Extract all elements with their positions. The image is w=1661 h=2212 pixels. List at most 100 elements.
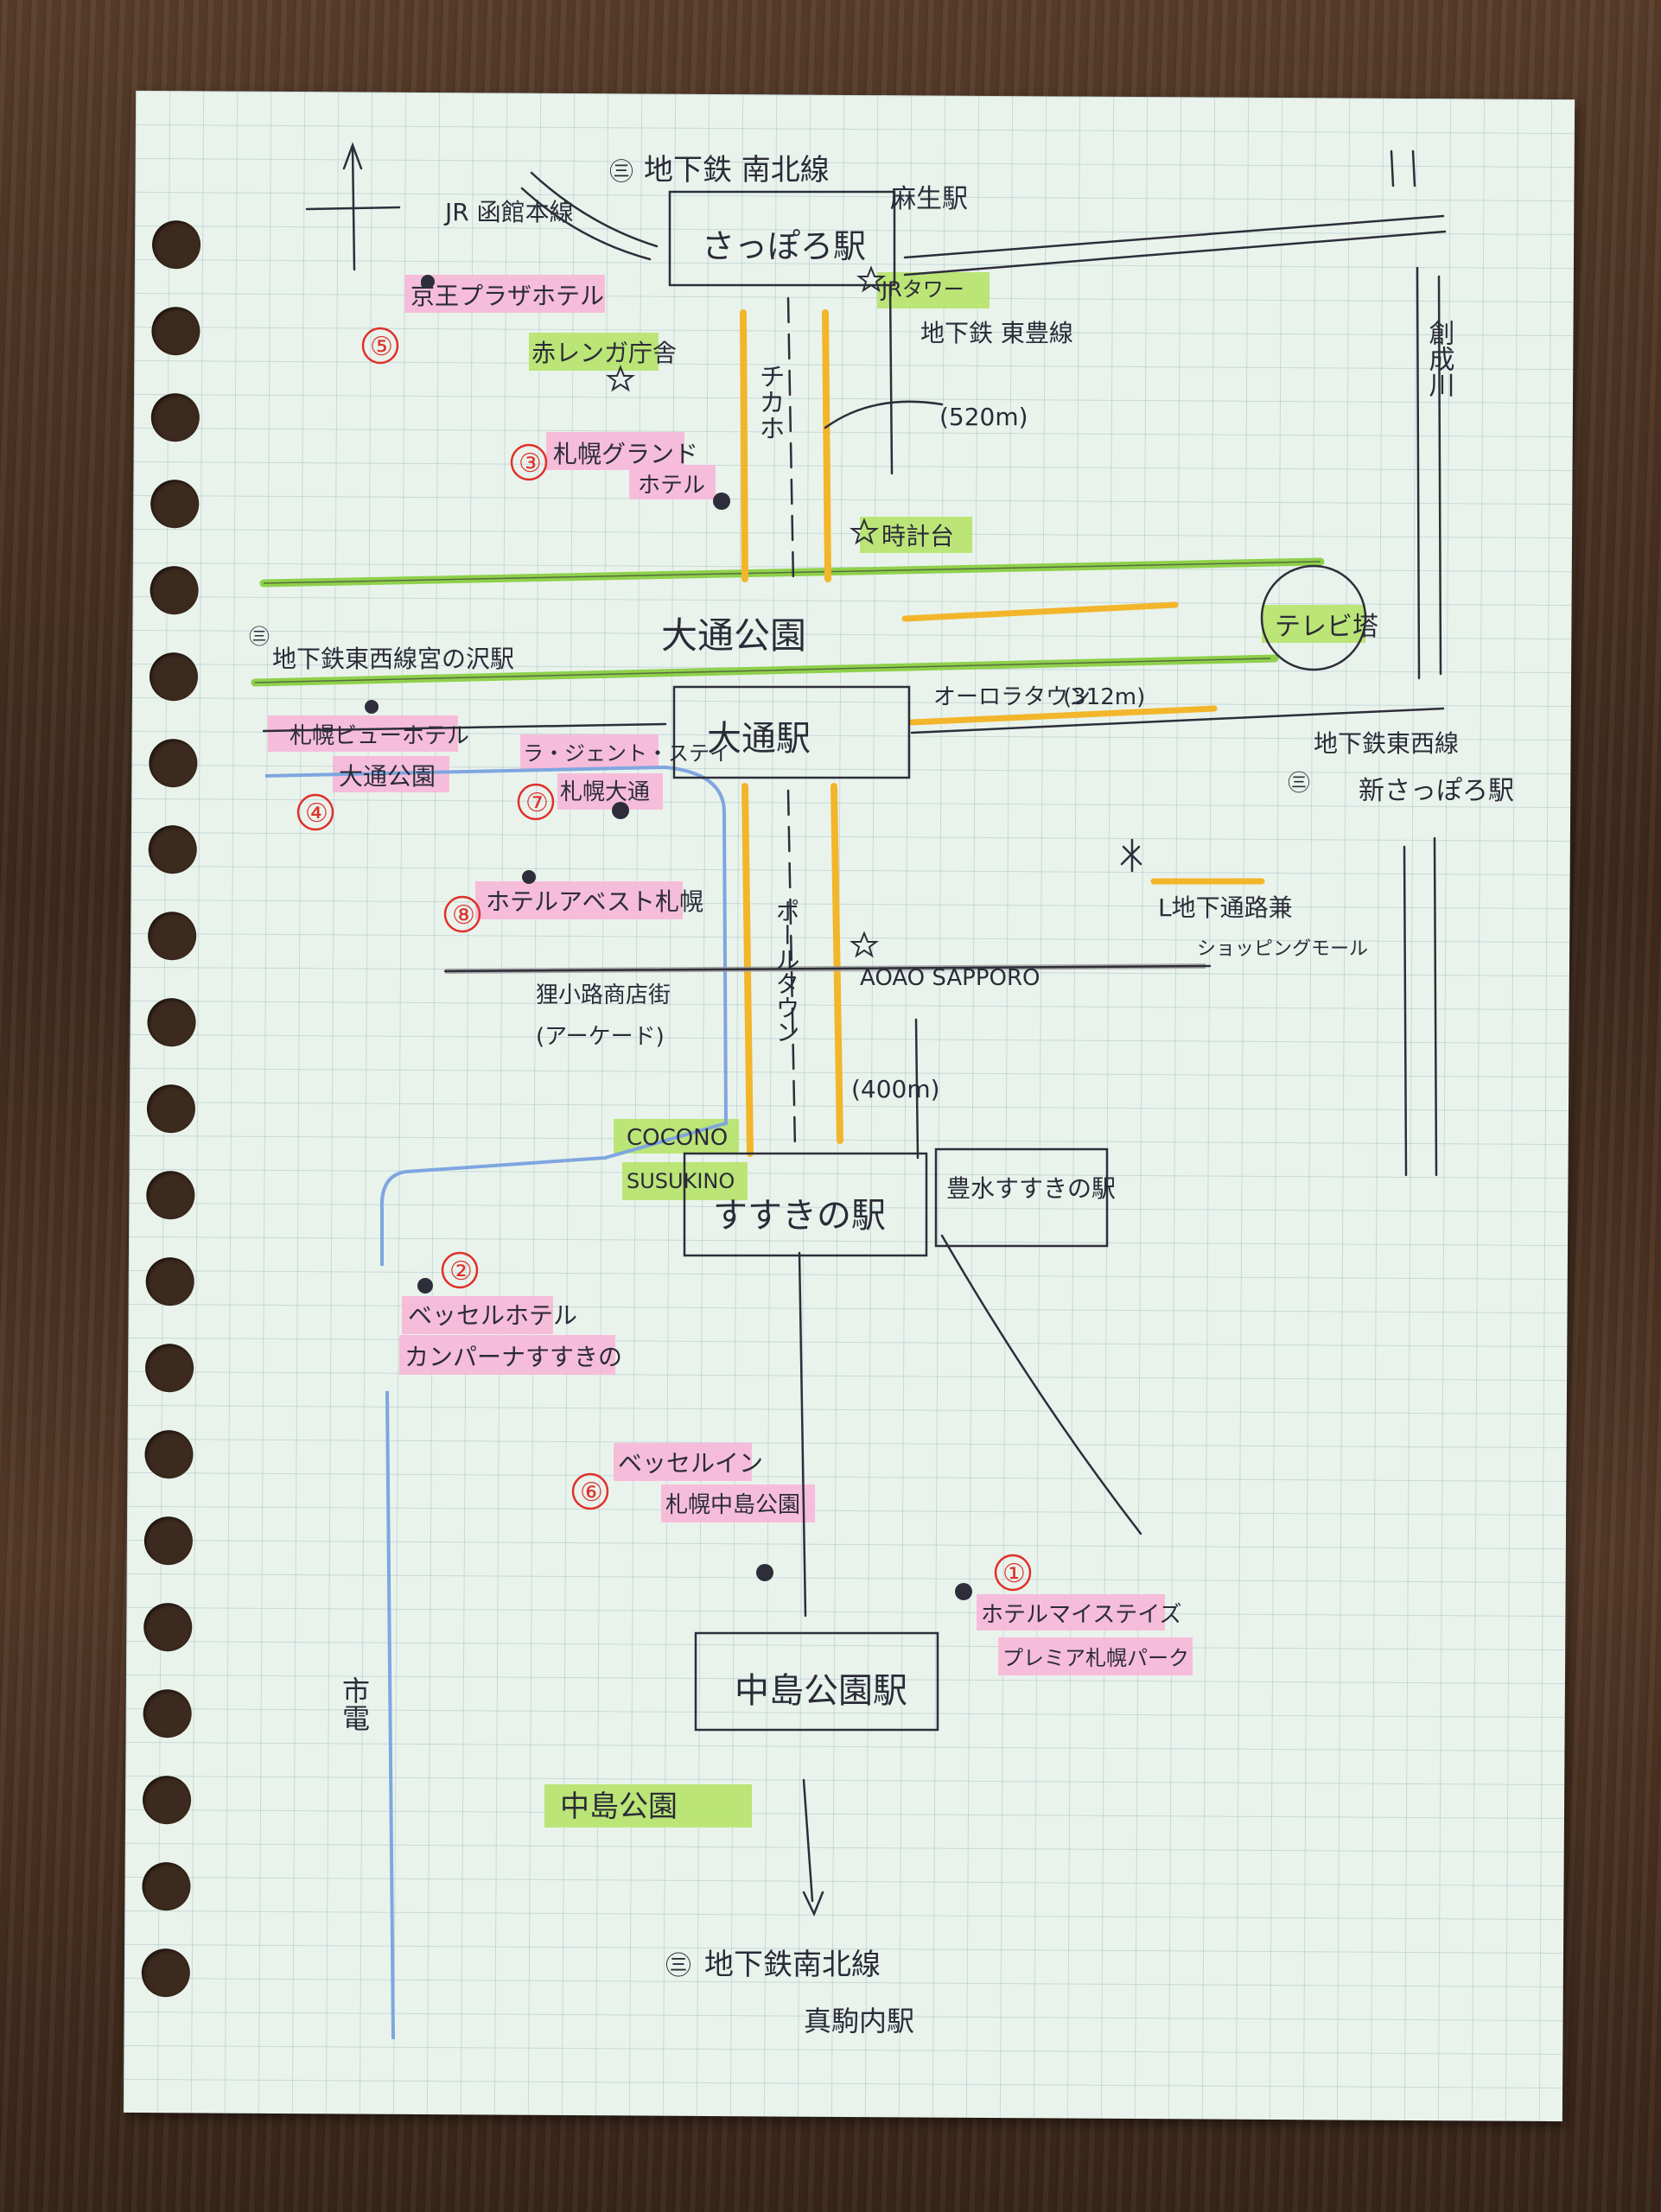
hotel-5-number: ⑤ bbox=[370, 332, 393, 362]
toho-line-label: 地下鉄 東豊線 bbox=[920, 319, 1073, 347]
underground-passages bbox=[740, 309, 1265, 1157]
underground-legend-2: ショッピングモール bbox=[1197, 938, 1368, 960]
star-icon bbox=[850, 518, 879, 545]
chikaho-west bbox=[740, 309, 748, 582]
hotel-4-name-2: 大通公園 bbox=[339, 762, 436, 791]
arcade-label: (アーケード) bbox=[536, 1024, 665, 1050]
akarenga-label: 赤レンガ庁舎 bbox=[531, 339, 677, 367]
aurora-town-label: オーロラタウン bbox=[933, 684, 1091, 710]
hotel-6-number: ⑥ bbox=[580, 1478, 603, 1508]
tram-label: 市電 bbox=[338, 1676, 371, 1732]
subway-namboku-bottom-label: 地下鉄南北線 bbox=[704, 1948, 881, 1982]
tram-line bbox=[264, 765, 729, 2040]
jr-line-label: JR 函館本線 bbox=[443, 198, 574, 226]
hotel-1-name-1: ホテルマイステイズ bbox=[981, 1602, 1181, 1628]
star-icon bbox=[850, 931, 879, 958]
odori-park-label: 大通公園 bbox=[661, 614, 806, 657]
hotel-8-number: ⑧ bbox=[452, 900, 475, 931]
hotel-8-name: ホテルアベスト札幌 bbox=[486, 887, 703, 916]
chikaho-length-label: (520m) bbox=[939, 403, 1028, 431]
hotel-2-highlight-1 bbox=[402, 1296, 553, 1334]
subway-symbol-top: ㊂ bbox=[609, 157, 633, 186]
hotel-2-highlight-2 bbox=[399, 1335, 615, 1375]
aurora-town bbox=[908, 705, 1218, 726]
hosui-station-box bbox=[934, 1147, 1109, 1248]
subway-symbol-east: ㊂ bbox=[1288, 771, 1310, 797]
hotel-1-name-2: プレミア札幌パーク bbox=[1002, 1646, 1189, 1670]
tv-tower-highlight bbox=[1262, 605, 1365, 643]
nakajima-park-highlight bbox=[544, 1784, 752, 1827]
nakajima-station-box bbox=[694, 1631, 939, 1732]
hotel-7-highlight-1 bbox=[520, 734, 659, 769]
hotel-4-number: ④ bbox=[305, 798, 328, 829]
tanukikoji-label: 狸小路商店街 bbox=[536, 982, 671, 1008]
tokeidai-label: 時計台 bbox=[881, 522, 954, 550]
map-labels: ㊂ 地下鉄 南北線 麻生駅 JR 函館本線 さっぽろ駅 JRタワー 地下鉄 東豊… bbox=[249, 153, 1514, 2037]
hotel-6-name-2: 札幌中島公園 bbox=[665, 1492, 800, 1518]
pole-town-east bbox=[830, 783, 843, 1144]
hotel-3-highlight-1 bbox=[546, 432, 684, 470]
hotel-1-highlight-2 bbox=[998, 1637, 1193, 1675]
hotel-3-name-1: 札幌グランド bbox=[553, 440, 698, 468]
pole-town-label: ポールタウン bbox=[773, 899, 801, 1044]
hotel-number-circles bbox=[296, 327, 1032, 1592]
underground-legend-1: L地下通路兼 bbox=[1158, 893, 1293, 922]
hotel-1-number: ① bbox=[1002, 1559, 1026, 1589]
hotel-7-highlight-2 bbox=[557, 773, 663, 810]
hotel-6-name-1: ベッセルイン bbox=[618, 1449, 763, 1478]
river-label: 創成川 bbox=[1424, 320, 1455, 397]
star-markers bbox=[606, 265, 886, 958]
cocono-label-2: SUSUKINO bbox=[627, 1169, 735, 1193]
tozai-west-label: 地下鉄東西線宮の沢駅 bbox=[272, 645, 514, 673]
odori-station-box bbox=[672, 685, 911, 779]
chikaho-label: チカホ bbox=[754, 363, 785, 441]
sapporo-station-label: さっぽろ駅 bbox=[702, 227, 866, 265]
jr-tower-highlight bbox=[877, 272, 990, 308]
hosui-station-label: 豊水すすきの駅 bbox=[946, 1174, 1116, 1203]
hotel-1-highlight-1 bbox=[977, 1594, 1165, 1630]
nakajima-park-label: 中島公園 bbox=[560, 1789, 678, 1824]
cocono-label-1: COCONO bbox=[627, 1125, 728, 1151]
chikaho-east bbox=[822, 309, 831, 582]
subway-symbol-bottom: ㊂ bbox=[665, 1951, 691, 1981]
jr-tower-label: JRタワー bbox=[880, 277, 964, 302]
subway-symbol-west: ㊂ bbox=[249, 625, 270, 649]
nakajima-station-label: 中島公園駅 bbox=[735, 1671, 907, 1711]
hotel-6-highlight-2 bbox=[661, 1484, 815, 1522]
susukino-station-label: すすきの駅 bbox=[713, 1196, 886, 1236]
ink-lines bbox=[262, 142, 1447, 1917]
hotel-6-highlight-1 bbox=[614, 1443, 752, 1481]
hotel-7-number: ⑦ bbox=[525, 788, 549, 818]
hotel-2-name-2: カンパーナすすきの bbox=[404, 1343, 622, 1371]
hotel-7-name-2: 札幌大通 bbox=[560, 779, 650, 805]
hotel-8-highlight bbox=[475, 881, 683, 919]
tozai-east-sub-label: 新さっぽろ駅 bbox=[1359, 776, 1514, 806]
sapporo-station-box bbox=[668, 190, 896, 287]
susukino-station-box bbox=[683, 1152, 928, 1257]
aoao-label: AOAO SAPPORO bbox=[860, 965, 1041, 991]
hotel-3-number: ③ bbox=[519, 448, 542, 479]
aurora-length-label: (312m) bbox=[1063, 684, 1145, 710]
hotel-2-name-1: ベッセルホテル bbox=[408, 1301, 577, 1330]
hotel-markers bbox=[365, 275, 972, 1600]
hotel-2-number: ② bbox=[449, 1256, 473, 1287]
star-icon bbox=[856, 265, 886, 293]
hotel-4-name-1: 札幌ビューホテル bbox=[290, 723, 469, 749]
hotel-7-name-1: ラ・ジェント・ステイ bbox=[523, 741, 730, 766]
station-boxes bbox=[668, 190, 1109, 1732]
hotel-5-highlight bbox=[404, 275, 605, 313]
star-icon bbox=[606, 365, 635, 392]
subway-namboku-bottom-sub: 真駒内駅 bbox=[804, 2005, 914, 2037]
tv-tower-label: テレビ塔 bbox=[1275, 612, 1378, 642]
hotel-4-highlight-1 bbox=[268, 715, 458, 752]
odori-park-bands bbox=[251, 557, 1325, 687]
tokeidai-highlight bbox=[860, 517, 972, 553]
pole-town-length-label: (400m) bbox=[851, 1075, 940, 1103]
odori-underpass bbox=[901, 601, 1179, 622]
akarenga-highlight bbox=[529, 333, 659, 371]
subway-namboku-top-label: 地下鉄 南北線 bbox=[644, 153, 830, 188]
tozai-east-label: 地下鉄東西線 bbox=[1314, 729, 1459, 758]
hotel-3-name-2: ホテル bbox=[638, 473, 705, 499]
hotel-5-name: 京王プラザホテル bbox=[410, 282, 604, 310]
